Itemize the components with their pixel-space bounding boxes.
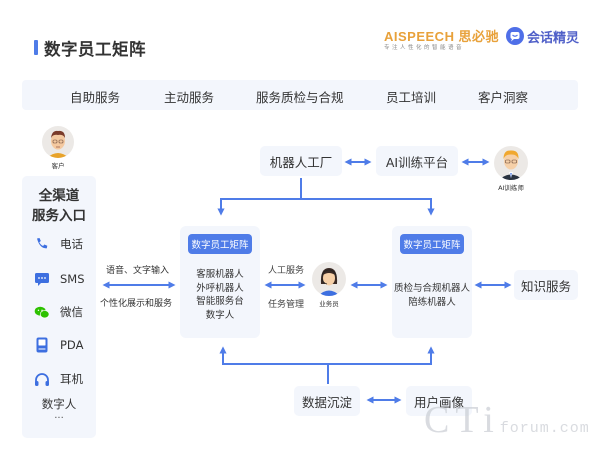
nav-item-quality-compliance[interactable]: 服务质检与合规 <box>256 90 344 105</box>
knowledge-service-box[interactable]: 知识服务 <box>514 270 578 300</box>
sms-icon <box>34 271 50 287</box>
chat-bubble-icon <box>506 27 524 45</box>
channel-label: PDA <box>60 338 84 352</box>
channel-title-line1: 全渠道 <box>38 188 80 204</box>
customer-caption: 客户 <box>51 162 65 170</box>
wechat-icon <box>34 304 50 320</box>
agent-caption: 业务员 <box>319 300 339 308</box>
digital-employee-matrix-left[interactable]: 数字员工矩阵 客服机器人 外呼机器人 智能服务台 数字人 <box>180 226 260 338</box>
factory-to-right-matrix-arrow <box>300 178 435 216</box>
channel-label: 电话 <box>60 237 83 251</box>
matrix-left-items: 客服机器人 外呼机器人 智能服务台 数字人 <box>180 268 260 322</box>
huihua-logo-text: 会话精灵 <box>527 31 580 46</box>
nav-item-staff-training[interactable]: 员工培训 <box>386 90 437 105</box>
matrix-left-header: 数字员工矩阵 <box>188 234 252 254</box>
nav-item-self-service[interactable]: 自助服务 <box>70 90 121 105</box>
channel-title-line2: 服务入口 <box>32 208 86 224</box>
matrix-item: 数字人 <box>205 309 235 321</box>
ai-trainer-caption: AI训练师 <box>498 184 524 192</box>
aispeech-logo-en: AISPEECH <box>384 29 455 44</box>
matrix-item: 质检与合规机器人 <box>393 283 470 294</box>
channel-label: 微信 <box>60 305 83 319</box>
matrix-right-header: 数字员工矩阵 <box>400 234 464 254</box>
agent-avatar <box>312 262 346 296</box>
data-accumulation-box[interactable]: 数据沉淀 <box>294 386 360 416</box>
ctiforum-watermark: CTiforum.com <box>424 398 590 442</box>
nav-item-customer-insight[interactable]: 客户洞察 <box>478 90 529 105</box>
pda-icon <box>34 337 50 353</box>
phone-icon <box>34 236 50 252</box>
watermark-small: forum.com <box>499 420 590 437</box>
nav-item-proactive-service[interactable]: 主动服务 <box>164 90 215 105</box>
robot-factory-box[interactable]: 机器人工厂 <box>260 146 342 176</box>
channel-panel-title: 全渠道 服务入口 <box>22 186 96 226</box>
task-management-label: 任务管理 <box>268 300 305 310</box>
aispeech-slogan: 专注人性化的智能语音 <box>384 45 465 51</box>
data-to-right-matrix-arrow <box>328 346 435 365</box>
data-to-left-matrix-arrow <box>219 346 329 384</box>
factory-to-left-matrix-arrow <box>217 198 301 216</box>
aispeech-logo-cn: 思必驰 <box>458 29 499 44</box>
channel-item-digital-human[interactable]: 数字人 <box>41 397 77 411</box>
channel-item-pda[interactable]: PDA <box>34 336 83 354</box>
watermark-big: CTi <box>424 399 500 441</box>
headphones-icon <box>34 371 50 387</box>
title-accent-bar <box>34 40 38 55</box>
service-nav-bar: 自助服务 主动服务 服务质检与合规 员工培训 客户洞察 <box>22 80 578 110</box>
page-title: 数字员工矩阵 <box>44 40 146 59</box>
personalized-display-label: 个性化展示和服务 <box>100 299 173 309</box>
channel-label: SMS <box>60 272 85 286</box>
channel-label: 耳机 <box>60 372 83 386</box>
matrix-right-items: 质检与合规机器人 陪练机器人 <box>392 282 472 309</box>
manual-service-label: 人工服务 <box>268 266 305 276</box>
ai-training-platform-box[interactable]: AI训练平台 <box>376 146 458 176</box>
ai-trainer-avatar <box>494 146 528 180</box>
channel-item-phone[interactable]: 电话 <box>34 235 83 253</box>
matrix-item: 外呼机器人 <box>196 282 244 294</box>
channel-item-headphones[interactable]: 耳机 <box>34 370 83 388</box>
channel-panel <box>22 176 96 438</box>
voice-text-input-label: 语音、文字输入 <box>106 266 170 276</box>
digital-employee-matrix-right[interactable]: 数字员工矩阵 质检与合规机器人 陪练机器人 <box>392 226 472 338</box>
channel-more-ellipsis: ... <box>54 410 64 421</box>
channel-item-sms[interactable]: SMS <box>34 270 85 288</box>
matrix-item: 智能服务台 <box>196 296 244 307</box>
customer-avatar <box>42 126 74 158</box>
matrix-item: 客服机器人 <box>196 269 244 280</box>
matrix-item: 陪练机器人 <box>408 296 456 308</box>
user-profile-box[interactable]: 用户画像 <box>406 386 472 416</box>
channel-item-wechat[interactable]: 微信 <box>34 303 83 321</box>
